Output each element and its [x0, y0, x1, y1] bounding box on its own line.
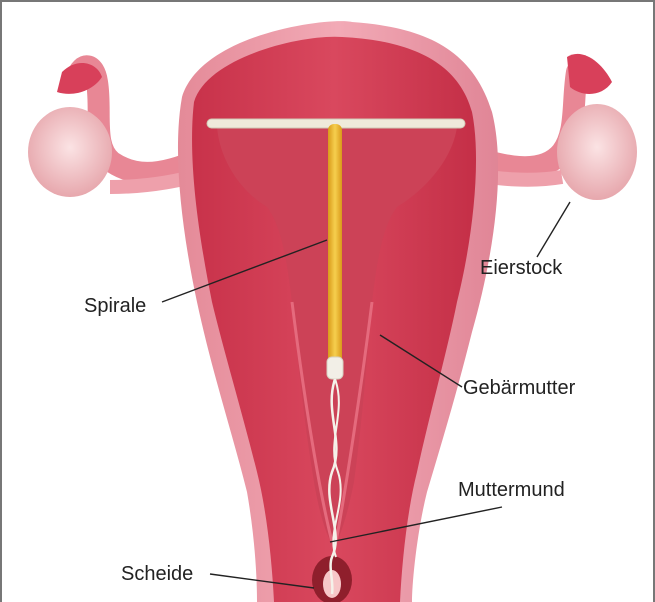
label-eierstock: Eierstock	[480, 258, 562, 278]
iud-stem	[328, 124, 342, 364]
right-fimbriae	[567, 54, 612, 94]
label-spirale: Spirale	[84, 296, 146, 316]
leader-eierstock	[537, 202, 570, 257]
left-ovary	[28, 107, 112, 197]
label-muttermund: Muttermund	[458, 480, 565, 500]
right-ovary	[557, 104, 637, 200]
iud-tip	[327, 357, 343, 379]
label-scheide: Scheide	[121, 564, 193, 584]
label-gebaermutter: Gebärmutter	[463, 378, 575, 398]
